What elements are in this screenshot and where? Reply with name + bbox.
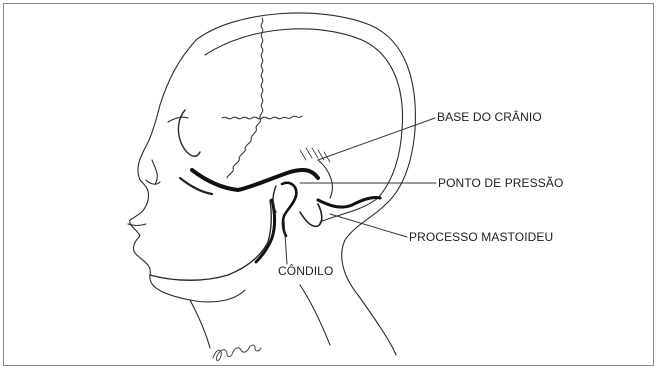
- label-processo-mastoideu: PROCESSO MASTOIDEU: [409, 230, 553, 244]
- mouth-line: [128, 224, 146, 226]
- signature-mark: [213, 345, 261, 361]
- squamous-suture: [222, 116, 302, 119]
- neck-back: [300, 285, 330, 345]
- leader-condilo: [284, 220, 287, 264]
- skull-outline: [205, 29, 403, 222]
- leader-base-cranio: [318, 118, 435, 160]
- nostril: [146, 180, 160, 184]
- leader-processo-mastoideu: [330, 214, 407, 237]
- coronal-suture: [227, 18, 263, 178]
- condyle-shadow: [273, 186, 276, 212]
- mandible-ramus: [256, 200, 275, 262]
- mastoid-detail: [300, 204, 322, 226]
- brow: [168, 117, 188, 122]
- temporal-shading: [300, 148, 330, 162]
- label-ponto-de-pressao: PONTO DE PRESSÃO: [438, 176, 563, 190]
- neck-front: [190, 300, 210, 348]
- label-condilo: CÔNDILO: [278, 264, 333, 278]
- skull-base: [192, 170, 318, 190]
- mandible: [150, 200, 271, 280]
- face-profile: [130, 40, 245, 302]
- mastoid-process: [318, 197, 380, 207]
- label-base-do-cranio: BASE DO CRÂNIO: [437, 110, 542, 124]
- head-outline: [196, 13, 415, 355]
- nose-line: [152, 160, 157, 184]
- ear-outline: [318, 160, 332, 198]
